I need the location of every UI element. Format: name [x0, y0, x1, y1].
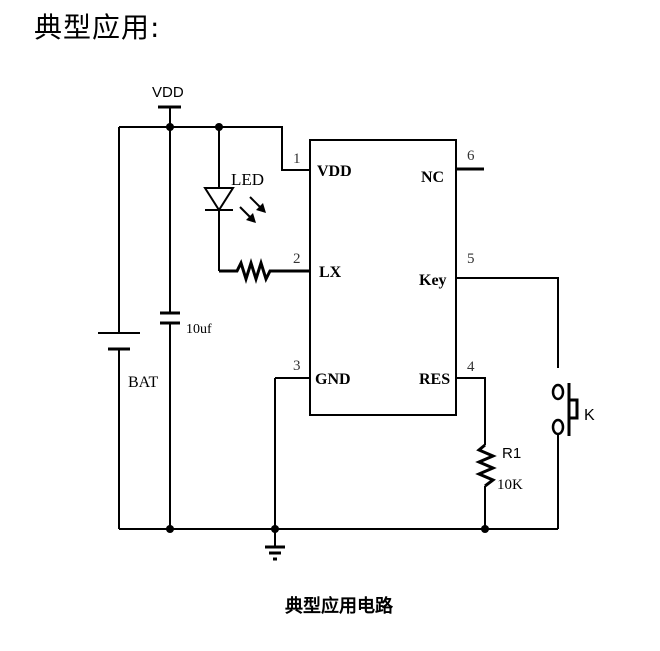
res-wire: [456, 377, 486, 445]
pin-label-gnd: GND: [315, 371, 351, 388]
pin-label-key: Key: [419, 272, 447, 289]
pin-number-2: 2: [293, 251, 301, 267]
pin-number-6: 6: [467, 148, 475, 164]
pin-label-vdd: VDD: [317, 163, 352, 180]
key-wire: [456, 277, 559, 368]
top-rail-wire: [119, 126, 310, 171]
junction-dot: [481, 525, 489, 533]
push-switch-symbol: [551, 383, 579, 436]
pin-number-4: 4: [467, 359, 475, 375]
light-emission-arrows-icon: [239, 196, 266, 223]
pin-number-3: 3: [293, 358, 301, 374]
led-label: LED: [231, 170, 264, 189]
led-symbol: [203, 127, 266, 271]
figure-caption: 典型应用电路: [285, 596, 393, 617]
lx-resistor-symbol: [219, 257, 310, 285]
section-heading: 典型应用:: [34, 11, 161, 44]
pin-label-nc: NC: [421, 169, 444, 186]
battery-label: BAT: [128, 374, 158, 391]
resistor-name-label: R1: [502, 445, 521, 462]
pin-label-lx: LX: [319, 264, 342, 281]
pin-number-1: 1: [293, 151, 301, 167]
capacitor-label: 10uf: [186, 322, 212, 337]
battery-symbol: [98, 127, 140, 529]
pin-label-res: RES: [419, 371, 450, 388]
junction-dot: [166, 525, 174, 533]
r1-resistor-symbol: [475, 443, 497, 488]
switch-label: K: [584, 407, 595, 424]
pin-number-5: 5: [467, 251, 475, 267]
resistor-value-label: 10K: [497, 477, 523, 493]
capacitor-symbol: [160, 127, 180, 529]
ground-icon: [265, 529, 285, 561]
vdd-label: VDD: [152, 84, 184, 101]
